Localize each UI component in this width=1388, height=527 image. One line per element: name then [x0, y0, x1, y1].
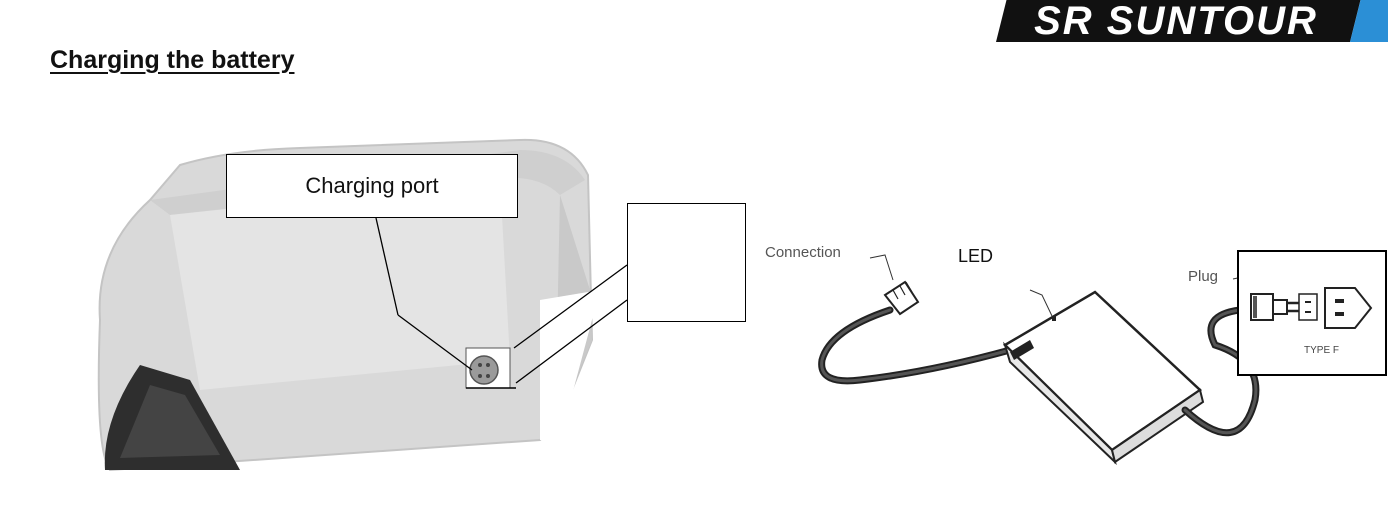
callout-leader-line [375, 217, 399, 316]
logo-text: SR SUNTOUR [1034, 0, 1318, 43]
plug-label: Plug [1188, 268, 1219, 285]
led-label: LED [958, 246, 994, 266]
brand-logo: SR SUNTOUR [996, 0, 1388, 43]
plug-detail-box [1237, 250, 1387, 376]
battery-illustration [97, 138, 600, 472]
page-title: Charging the battery [50, 46, 295, 74]
zoom-leader-top [513, 264, 628, 349]
charging-port-callout: Charging port [226, 154, 518, 218]
connection-label: Connection [765, 244, 841, 261]
battery-charging-port [465, 347, 516, 389]
charging-port-label: Charging port [305, 173, 439, 198]
plug-icon [1250, 287, 1373, 329]
connector-zoom-box [627, 203, 746, 322]
charger-illustration [818, 254, 1260, 466]
plug-type-label: TYPE F [1304, 345, 1340, 356]
zoom-leader-bottom [515, 299, 628, 384]
